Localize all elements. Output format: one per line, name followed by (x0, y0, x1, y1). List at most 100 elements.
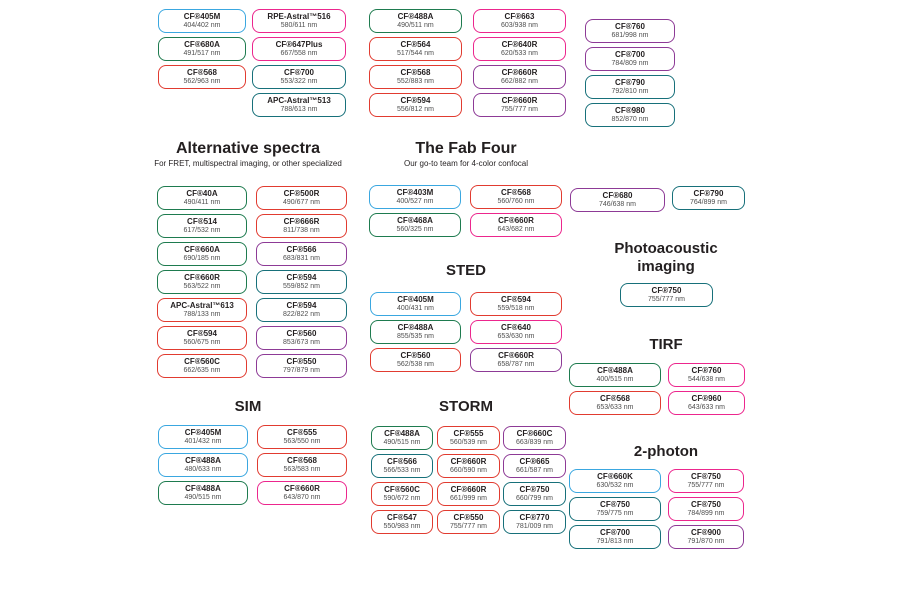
dye-wavelengths: 791/813 nm (596, 538, 634, 545)
section-title-sted: STED (445, 262, 486, 279)
dye-wavelengths: 559/852 nm (283, 283, 320, 290)
dye-name: CF®790 (693, 189, 724, 198)
dye-wavelengths: 661/587 nm (516, 467, 553, 474)
photoacoustic-header: Photoacoustic imaging (566, 240, 766, 276)
dye-name: CF®488A (185, 484, 221, 493)
dye-wavelengths: 562/963 nm (183, 78, 221, 85)
dye-name: CF®488A (384, 429, 420, 438)
dye-name: CF®750 (691, 472, 721, 481)
dye-name: CF®550 (453, 513, 484, 522)
dye-name: CF®660R (498, 216, 534, 225)
dye-wavelengths: 662/882 nm (501, 78, 538, 85)
section-title-sim: SIM (234, 398, 262, 415)
dye-wavelengths: 755/777 nm (450, 523, 487, 530)
dye-name: CF®640 (501, 323, 531, 332)
dye-wavelengths: 480/633 nm (184, 466, 222, 473)
dye-wavelengths: 491/517 nm (183, 50, 221, 57)
dye-wavelengths: 580/611 nm (280, 22, 318, 29)
dye-name: CF®568 (187, 68, 217, 77)
dye-name: CF®568 (287, 456, 317, 465)
dye-wavelengths: 643/633 nm (688, 404, 725, 411)
section-subtitle-alternative: For FRET, multispectral imaging, or othe… (154, 159, 342, 168)
dye-name: CF®514 (187, 217, 217, 226)
dye-wavelengths: 560/760 nm (497, 198, 535, 205)
dye-name: CF®700 (284, 68, 314, 77)
dye-name: CF®560 (286, 329, 317, 338)
dye-name: CF®500R (283, 189, 320, 198)
dye-wavelengths: 792/810 nm (611, 88, 649, 95)
dye-name: CF®660A (184, 245, 220, 254)
section-title-tirf: TIRF (649, 336, 683, 353)
dye-wavelengths: 653/633 nm (596, 404, 634, 411)
dye-wavelengths: 791/870 nm (687, 538, 725, 545)
dye-name: CF®488A (597, 366, 633, 375)
section-title-fab-four: The Fab Four (415, 140, 517, 157)
dye-name: CF®594 (400, 96, 431, 105)
dye-wavelengths: 490/677 nm (283, 199, 320, 206)
dye-name: CF®680 (602, 191, 633, 200)
dye-name: CF®960 (691, 394, 722, 403)
dye-name: CF®660R (450, 457, 487, 466)
dye-wavelengths: 559/518 nm (497, 305, 535, 312)
dye-name: CF®660R (450, 485, 487, 494)
dye-wavelengths: 855/535 nm (397, 333, 434, 340)
dye-name: APC-Astral™613 (170, 301, 234, 310)
dye-name: CF®660R (498, 351, 534, 360)
dye-wavelengths: 400/431 nm (397, 305, 434, 312)
dye-name: CF®560C (184, 357, 220, 366)
dye-wavelengths: 556/812 nm (397, 106, 434, 113)
dye-name: CF®660K (597, 472, 633, 481)
dye-wavelengths: 490/511 nm (397, 22, 434, 29)
dye-wavelengths: 550/983 nm (383, 523, 421, 530)
dye-name: CF®750 (691, 500, 721, 509)
dye-name: CF®568 (400, 68, 431, 77)
alternative-spectra-header: Alternative spectra For FRET, multispect… (138, 139, 358, 169)
dye-name: CF®568 (600, 394, 630, 403)
dye-name: CF®560C (384, 485, 420, 494)
sted-header: STED (366, 262, 566, 280)
dye-name: CF®700 (615, 50, 645, 59)
dye-wavelengths: 653/630 nm (497, 333, 535, 340)
fab-four-header: The Fab Four Our go-to team for 4-color … (366, 139, 566, 169)
dye-name: CF®770 (519, 513, 550, 522)
dye-wavelengths: 852/870 nm (611, 116, 649, 123)
dye-name: CF®900 (691, 528, 721, 537)
dye-wavelengths: 562/538 nm (397, 361, 434, 368)
dye-name: RPE-Astral™516 (267, 12, 331, 21)
